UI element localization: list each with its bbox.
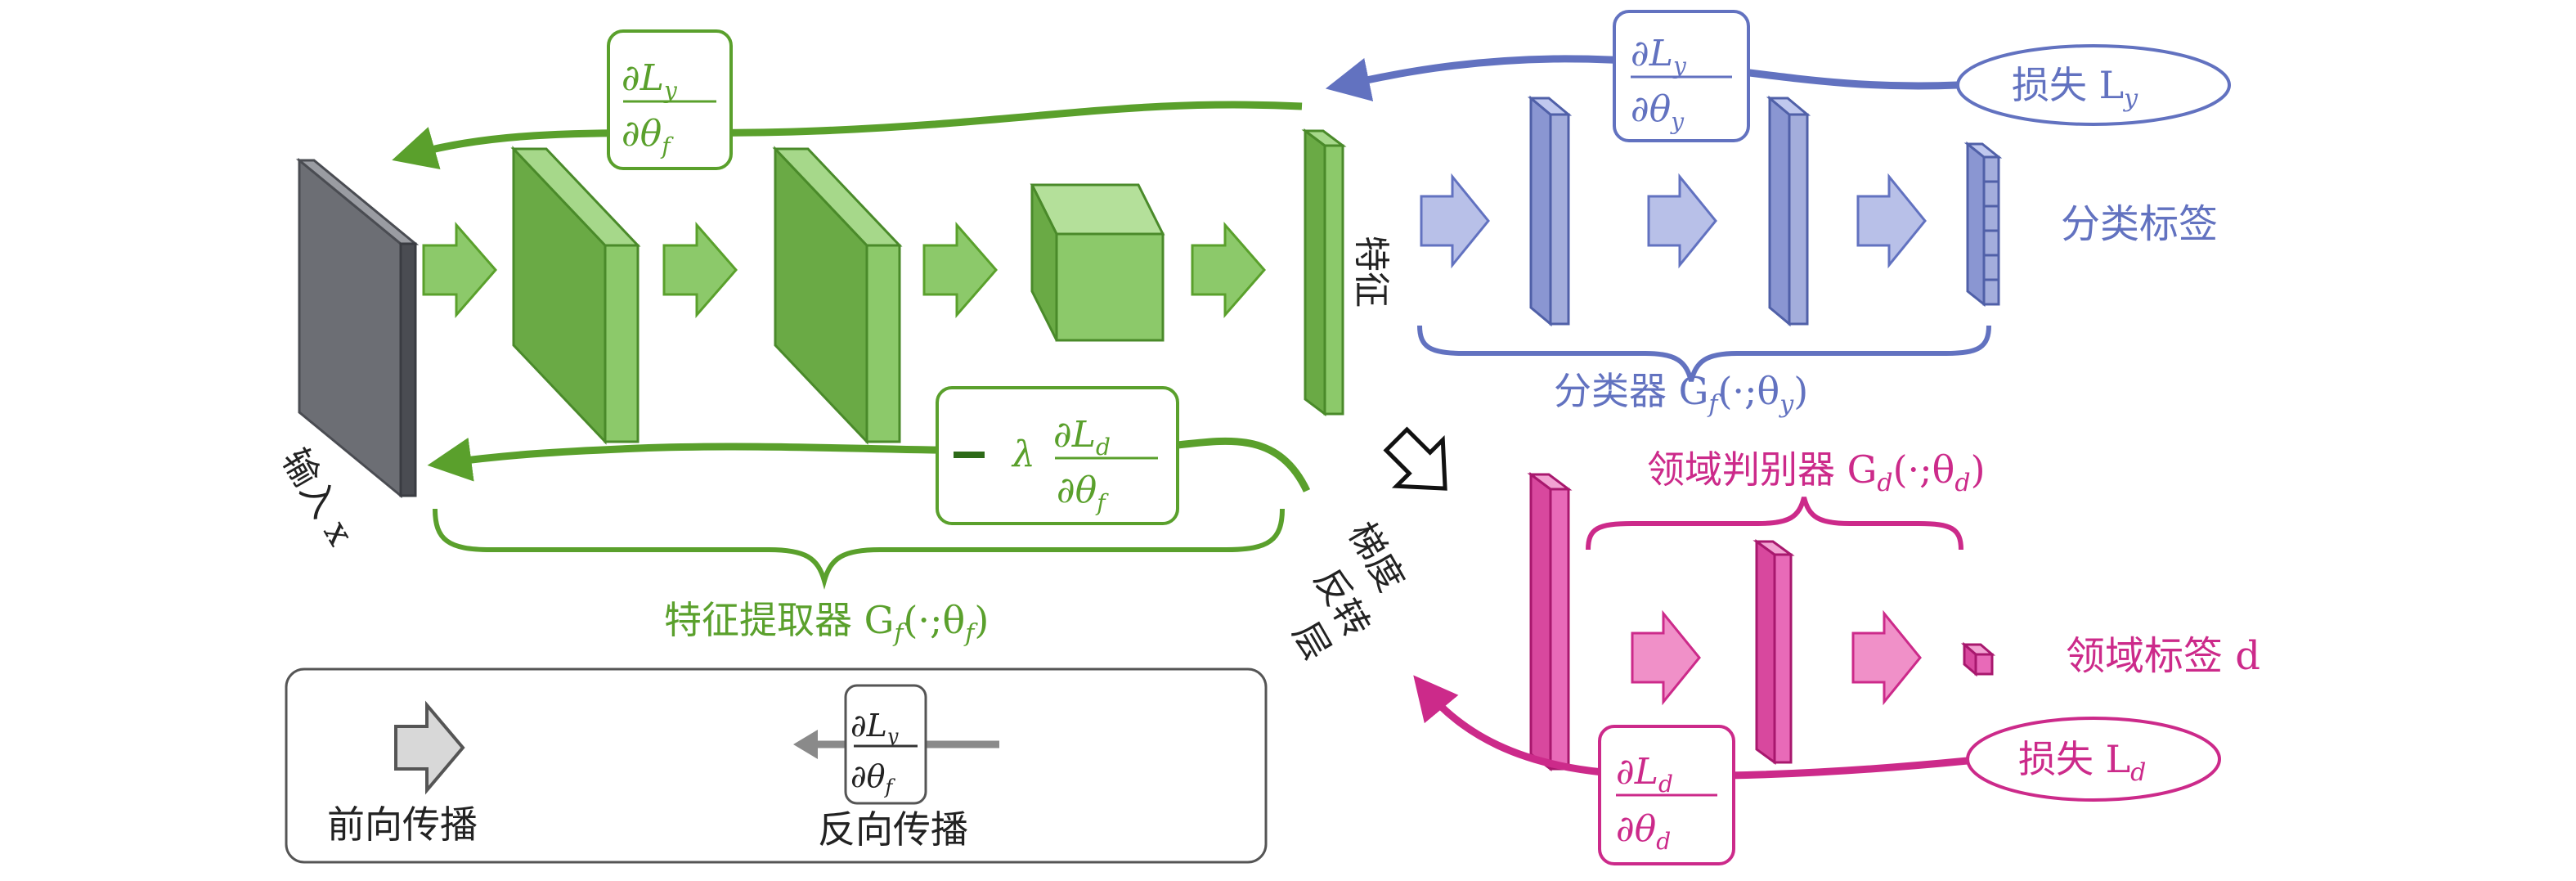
feature-extractor-brace — [433, 508, 1285, 590]
conv-block-1 — [510, 146, 641, 445]
discriminator-label: 领域判别器 Gd(·;θd) — [1647, 447, 1986, 497]
classifier-label: 分类器 Gf(·;θy) — [1554, 369, 1808, 419]
svg-text:∂θy: ∂θy — [1631, 88, 1685, 135]
classifier-brace — [1417, 325, 1991, 382]
classifier-bar-2 — [1766, 95, 1811, 327]
backprop-arrow-lower-green — [427, 437, 1311, 492]
feature-bar — [1301, 128, 1347, 416]
loss-y-ellipse: 损失 Ly — [1956, 44, 2231, 126]
class-label-text: 分类标签 — [2061, 201, 2218, 247]
formula-box-dLd-dthetad: ∂Ld ∂θd — [1598, 725, 1735, 865]
discriminator-bar-1 — [1527, 472, 1573, 771]
backprop-arrow-top-green — [392, 101, 1303, 170]
gradient-reversal-arrow-icon — [1383, 426, 1447, 491]
feature-extractor-label: 特征提取器 Gf(·;θf) — [664, 598, 989, 648]
domain-label-text: 领域标签 d — [2066, 633, 2260, 679]
legend-forward-label: 前向传播 — [327, 802, 478, 847]
svg-text:∂Ly: ∂Ly — [850, 708, 899, 748]
svg-text:λ: λ — [1011, 434, 1035, 475]
svg-text:∂Ld: ∂Ld — [1616, 751, 1673, 798]
formula-box-lambda-dLd-dthetaf: λ ∂Ld ∂θf — [936, 386, 1179, 525]
backprop-arrow-blue — [1325, 55, 1959, 101]
feature-label: 特征 — [1350, 236, 1392, 308]
class-output-vector — [1963, 141, 2003, 308]
forward-arrow-icon — [1851, 609, 1922, 706]
input-slab — [295, 157, 420, 499]
forward-arrow-icon — [1631, 609, 1701, 706]
discriminator-bar-2 — [1752, 539, 1795, 765]
svg-text:∂Ly: ∂Ly — [622, 57, 678, 104]
svg-text:∂Ld: ∂Ld — [1053, 414, 1111, 461]
conv-block-2 — [772, 146, 903, 445]
svg-text:损失 Ld: 损失 Ld — [2018, 737, 2146, 787]
svg-text:∂Ly: ∂Ly — [1631, 33, 1687, 79]
forward-arrow-icon — [1420, 173, 1490, 269]
svg-text:损失 Ly: 损失 Ly — [2012, 63, 2138, 113]
legend-formula-box: ∂Ly ∂θf — [844, 684, 927, 805]
loss-d-ellipse: 损失 Ld — [1966, 717, 2221, 802]
arrow-left-icon — [793, 730, 818, 759]
legend-backward-label: 反向传播 — [818, 807, 968, 852]
domain-output-cube — [1960, 641, 1996, 677]
hollow-arrow-icon — [394, 700, 465, 795]
forward-arrow-icon — [1647, 173, 1717, 269]
forward-arrow-icon — [1191, 222, 1266, 318]
formula-box-dLy-dthetaf: ∂Ly ∂θf — [607, 29, 733, 170]
forward-arrow-icon — [922, 222, 998, 318]
discriminator-brace — [1586, 497, 1963, 551]
input-label: 输入 x — [273, 442, 361, 552]
formula-box-dLy-dthetay: ∂Ly ∂θy — [1613, 10, 1750, 142]
gradient-reversal-label: 梯度 反转 层 — [1284, 515, 1411, 667]
conv-block-3 — [1030, 183, 1165, 342]
forward-arrow-icon — [1856, 173, 1927, 269]
forward-arrow-icon — [422, 222, 497, 318]
svg-text:∂θf: ∂θf — [622, 113, 674, 160]
classifier-bar-1 — [1527, 95, 1573, 327]
svg-text:∂θd: ∂θd — [1616, 808, 1671, 855]
legend-box: 前向传播 ∂Ly ∂θf 反向传播 — [285, 667, 1268, 864]
forward-arrow-icon — [662, 222, 738, 318]
